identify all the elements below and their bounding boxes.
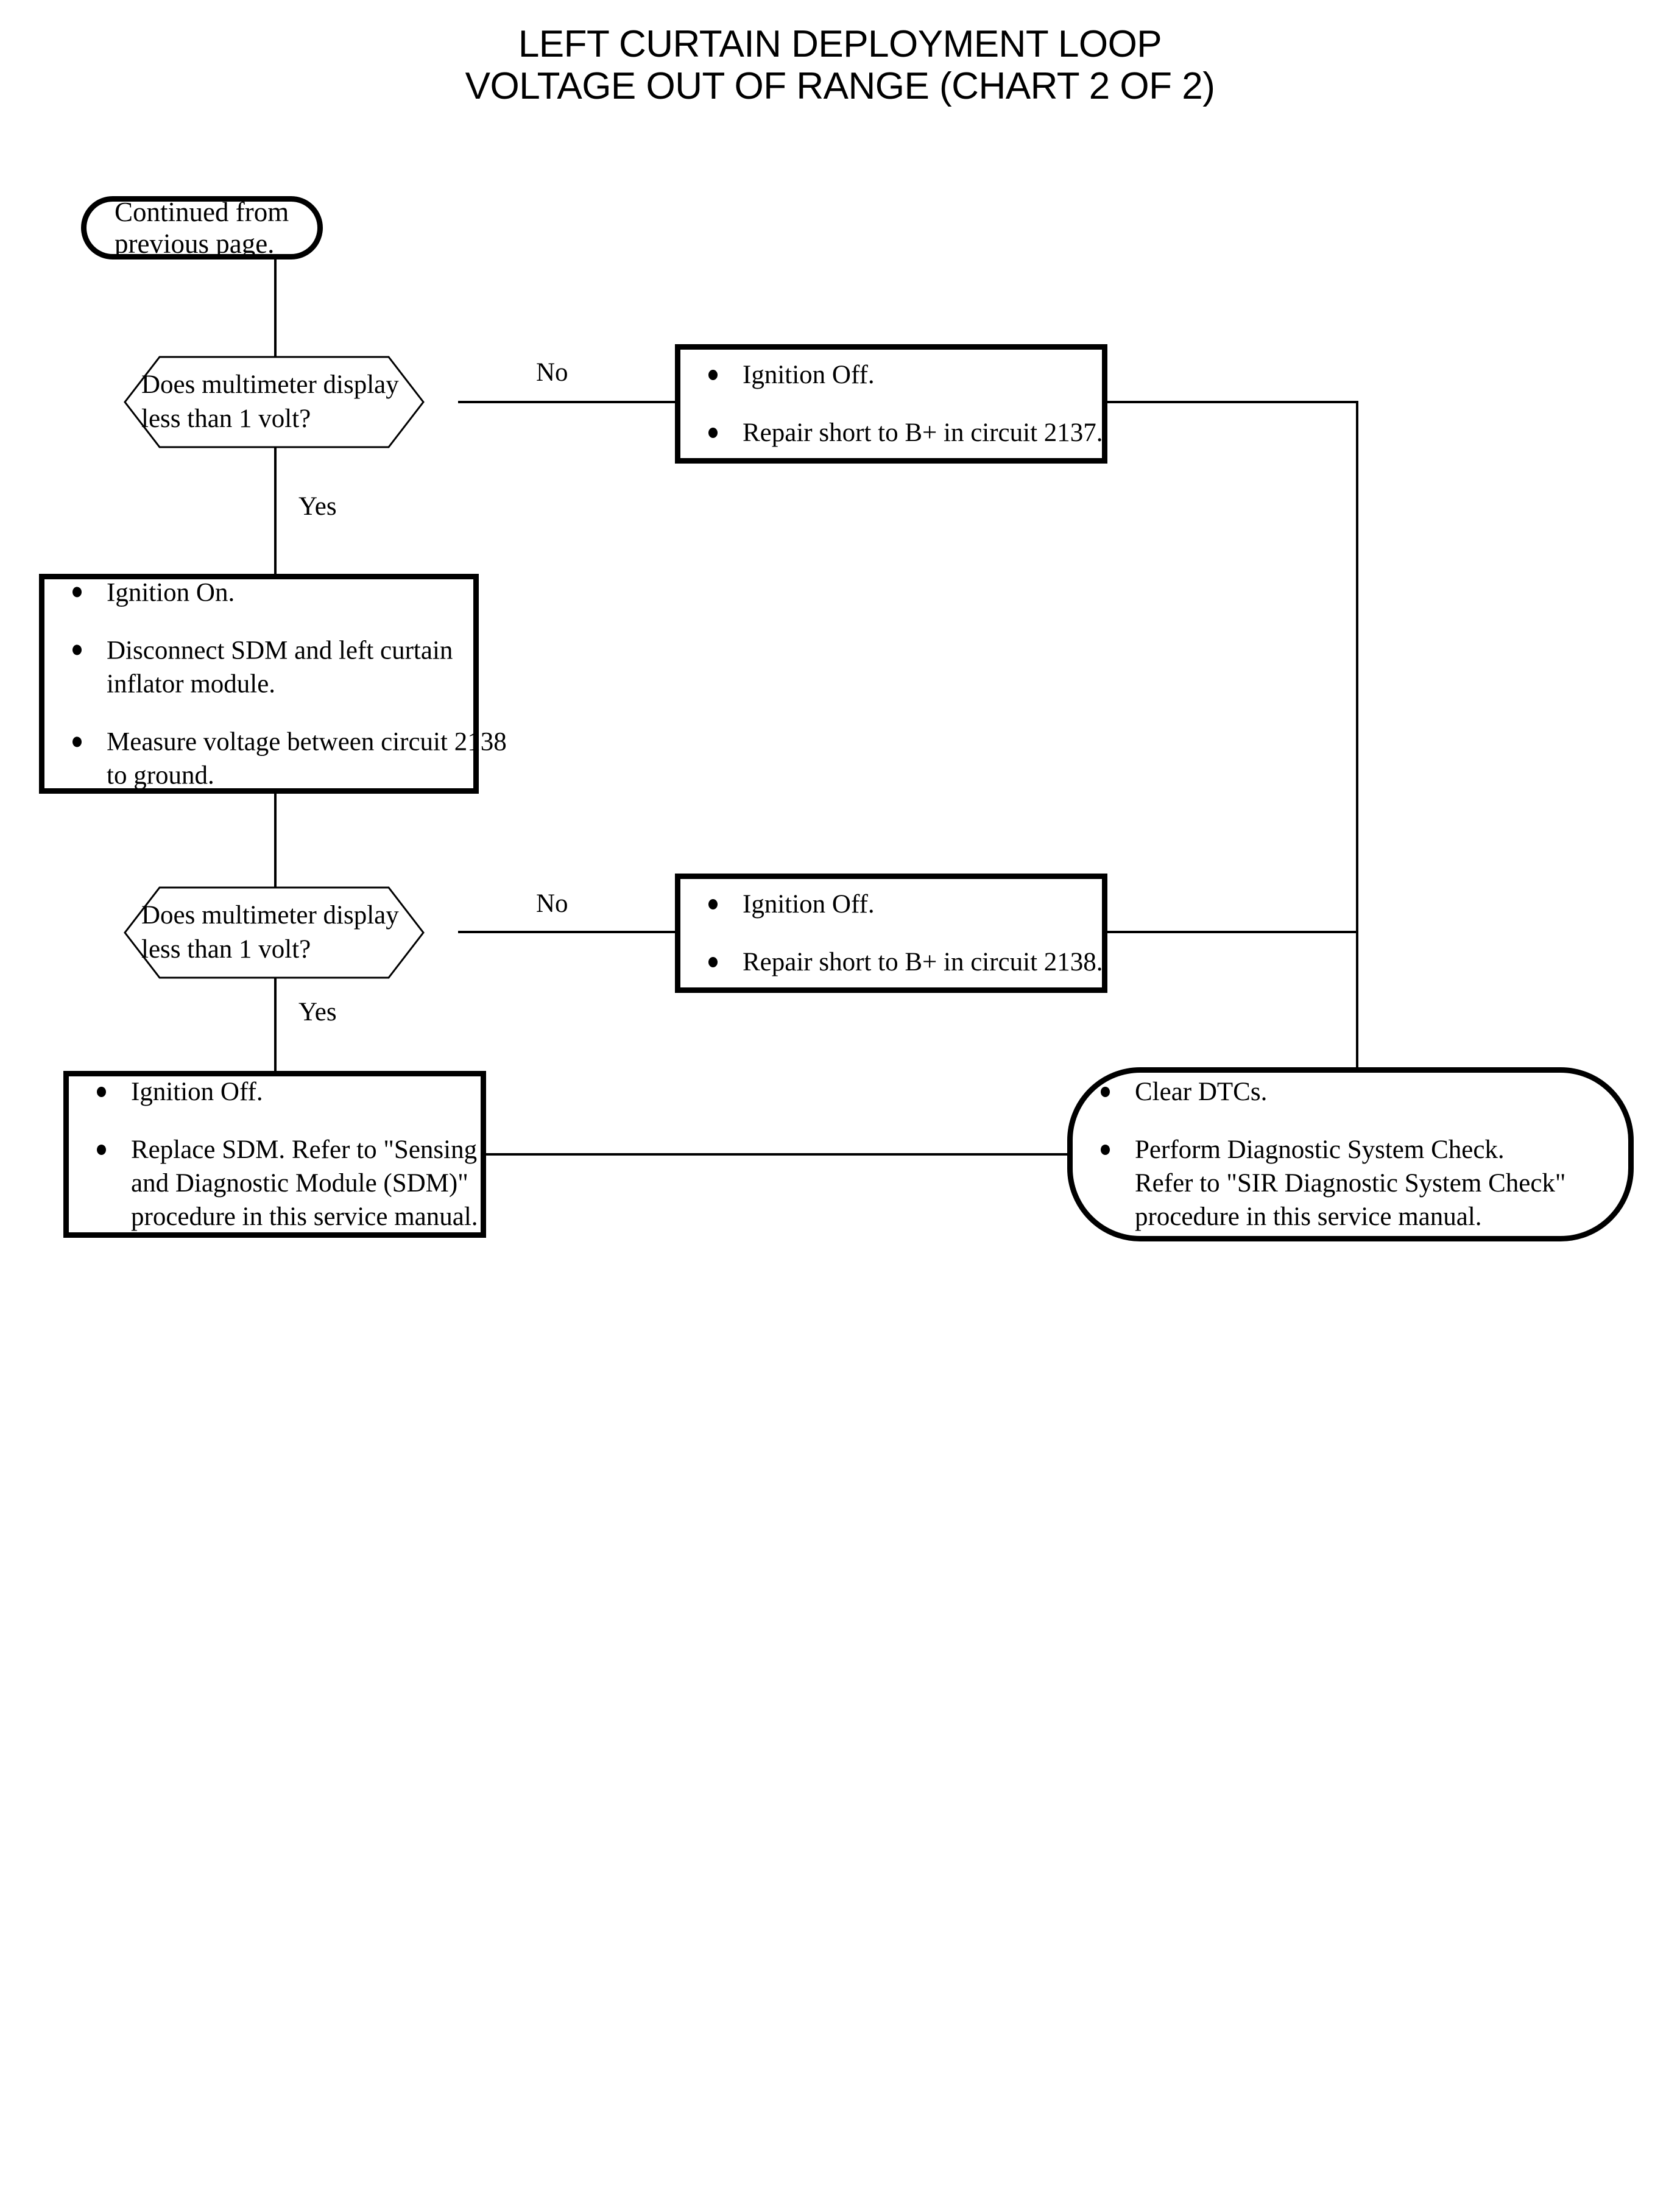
bullet-list: Clear DTCs. Perform Diagnostic System Ch… — [1096, 1075, 1614, 1234]
node-decision-2-text: Does multimeter display less than 1 volt… — [141, 898, 399, 967]
bullet-list: Ignition Off. Repair short to B+ in circ… — [704, 888, 1103, 979]
list-item: Replace SDM. Refer to "Sensing and Diagn… — [92, 1133, 478, 1234]
bullet-line: Replace SDM. Refer to "Sensing — [131, 1135, 478, 1164]
list-item: Ignition On. — [68, 576, 459, 609]
node-repair-short-2137[interactable]: Ignition Off. Repair short to B+ in circ… — [675, 344, 1107, 464]
bullet-list: Ignition Off. Replace SDM. Refer to "Sen… — [92, 1075, 478, 1234]
list-item: Ignition Off. — [92, 1075, 466, 1109]
node-start-label: Continued from previous page. — [115, 197, 289, 259]
list-item: Ignition Off. — [704, 888, 1087, 921]
node-decision-2-line-2: less than 1 volt? — [141, 935, 311, 964]
list-item: Clear DTCs. — [1096, 1075, 1614, 1109]
bullet-line: Ignition Off. — [743, 360, 875, 389]
edge-label-no-1: No — [536, 358, 568, 387]
bullet-line: and Diagnostic Module (SDM)" — [131, 1169, 468, 1198]
page-title-line-1: LEFT CURTAIN DEPLOYMENT LOOP — [518, 23, 1162, 65]
bullet-line: procedure in this service manual. — [1135, 1202, 1482, 1232]
bullet-line: procedure in this service manual. — [131, 1202, 478, 1232]
node-decision-2-line-1: Does multimeter display — [141, 901, 399, 930]
node-decision-1-text: Does multimeter display less than 1 volt… — [141, 368, 399, 436]
edge-label-no-2: No — [536, 889, 568, 918]
node-decision-1-line-2: less than 1 volt? — [141, 404, 311, 433]
edge-label-yes-1: Yes — [298, 492, 337, 521]
bullet-list: Ignition Off. Repair short to B+ in circ… — [704, 358, 1103, 450]
hexagon-outline-2 — [124, 886, 425, 979]
bullet-line: Refer to "SIR Diagnostic System Check" — [1135, 1169, 1566, 1198]
bullet-line: Disconnect SDM and left curtain — [107, 635, 453, 665]
node-repair-short-2138[interactable]: Ignition Off. Repair short to B+ in circ… — [675, 874, 1107, 993]
bullet-line: Measure voltage between circuit 2138 — [107, 727, 507, 757]
bullet-list: Ignition On. Disconnect SDM and left cur… — [68, 576, 507, 792]
bullet-line: Perform Diagnostic System Check. — [1135, 1135, 1505, 1164]
bullet-line: Ignition Off. — [743, 889, 875, 919]
bullet-line: inflator module. — [107, 669, 276, 698]
node-replace-sdm[interactable]: Ignition Off. Replace SDM. Refer to "Sen… — [63, 1071, 486, 1238]
bullet-line: Repair short to B+ in circuit 2138. — [743, 948, 1103, 976]
list-item: Ignition Off. — [704, 358, 1087, 392]
bullet-line: to ground. — [107, 761, 214, 790]
list-item: Measure voltage between circuit 2138 to … — [68, 725, 507, 792]
node-measure-voltage-2138[interactable]: Ignition On. Disconnect SDM and left cur… — [39, 574, 507, 794]
node-decision-1[interactable]: Does multimeter display less than 1 volt… — [90, 356, 458, 448]
bullet-line: Ignition Off. — [131, 1077, 263, 1106]
node-decision-2[interactable]: Does multimeter display less than 1 volt… — [90, 886, 458, 979]
node-decision-1-line-1: Does multimeter display — [141, 370, 399, 400]
bullet-line: Clear DTCs. — [1135, 1077, 1268, 1106]
page-title-line-2: VOLTAGE OUT OF RANGE (CHART 2 OF 2) — [465, 65, 1215, 108]
list-item: Repair short to B+ in circuit 2137. — [704, 416, 1103, 450]
list-item: Repair short to B+ in circuit 2138. — [704, 945, 1103, 979]
node-finish-terminator[interactable]: Clear DTCs. Perform Diagnostic System Ch… — [1067, 1067, 1634, 1241]
hexagon-outline-1 — [124, 356, 425, 448]
page-title: LEFT CURTAIN DEPLOYMENT LOOP VOLTAGE OUT… — [0, 23, 1680, 108]
bullet-line: Repair short to B+ in circuit 2137. — [743, 418, 1103, 447]
node-start-terminator[interactable]: Continued from previous page. — [81, 196, 323, 259]
edge-label-yes-2: Yes — [298, 998, 337, 1026]
bullet-line: Ignition On. — [107, 577, 235, 607]
list-item: Disconnect SDM and left curtain inflator… — [68, 634, 459, 701]
list-item: Perform Diagnostic System Check. Refer t… — [1096, 1133, 1614, 1234]
